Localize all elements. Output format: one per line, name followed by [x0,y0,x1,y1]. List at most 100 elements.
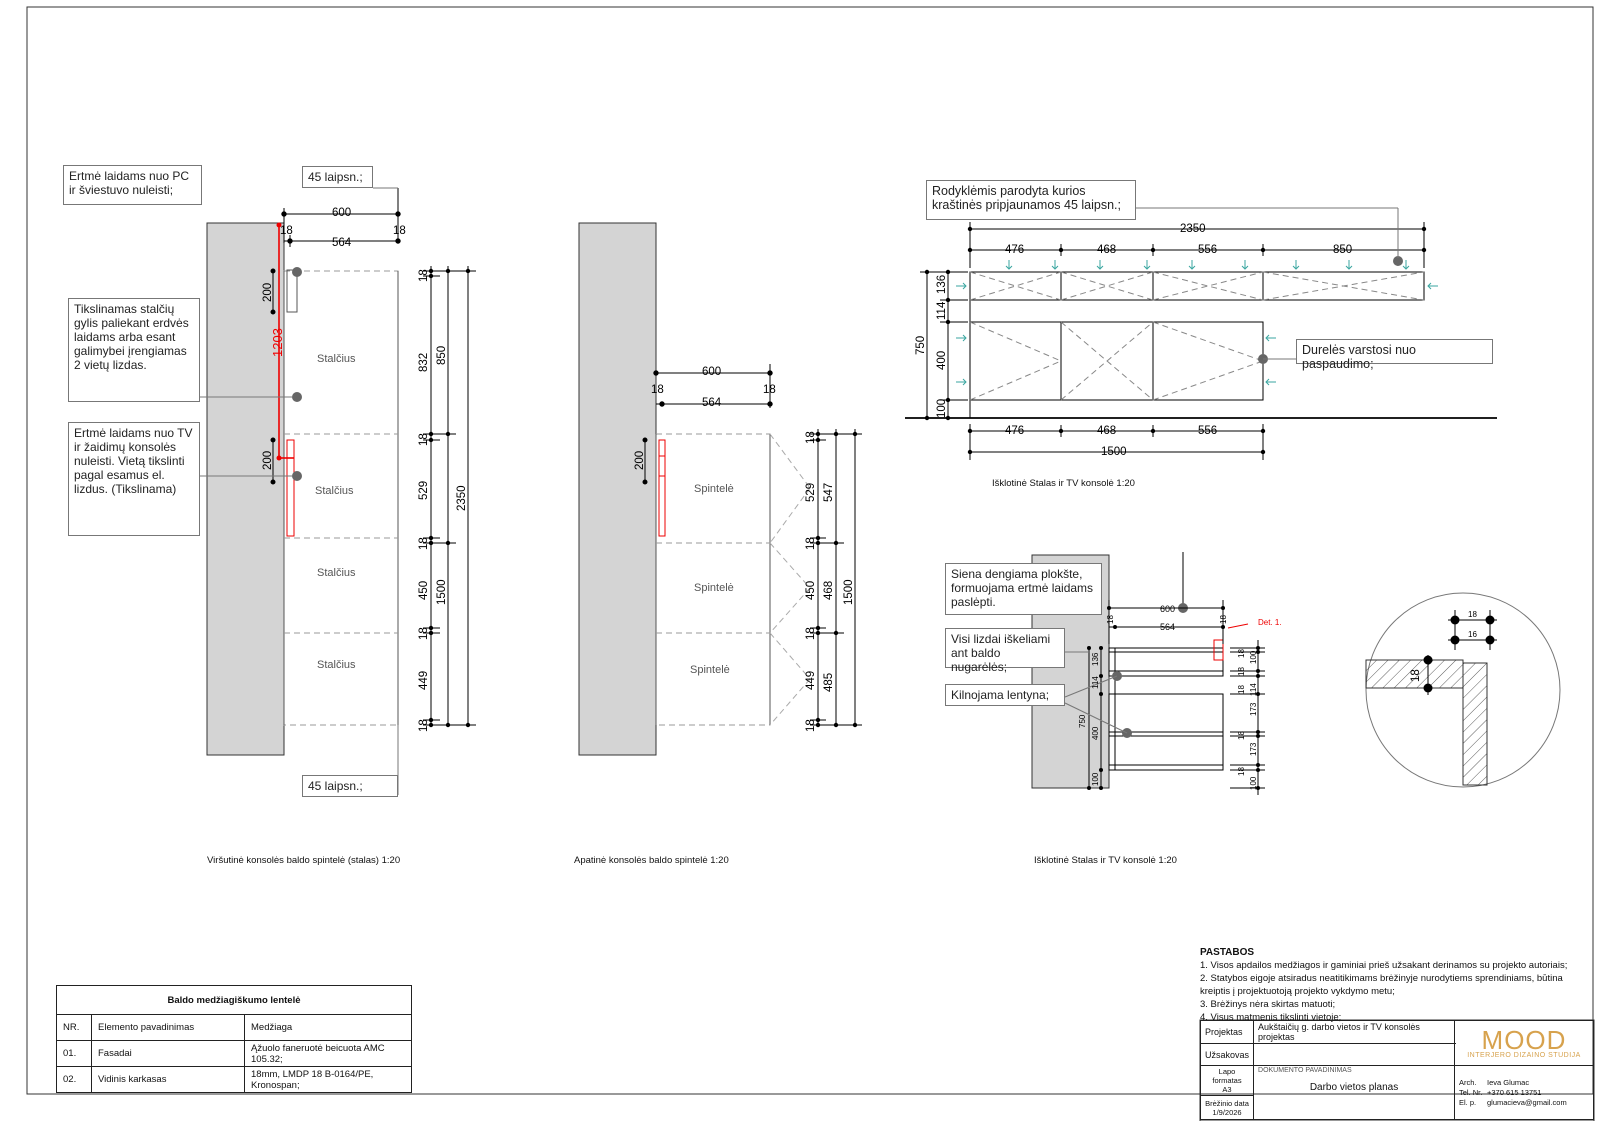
dim-text: 18 [805,537,817,550]
dim-text: 100 [1249,650,1258,664]
wall-section-1 [206,222,285,756]
drawer-label: Stalčius [317,659,356,671]
caption-upper: Viršutinė konsolės baldo spintelė (stala… [207,855,401,866]
logo: MOOD INTERJERO DIZAINO STUDIJA [1454,1020,1594,1066]
tb-value: glumacieva@gmail.com [1487,1097,1567,1107]
table-header: NR. [56,1014,92,1041]
notes-item: 2. Statybos eigoje atsiradus neatitikima… [1200,973,1563,997]
tb-document-name: Darbo vietos planas [1309,1082,1399,1093]
notes-title: PASTABOS [1200,947,1255,958]
dim-text: 832 [418,352,430,372]
caption-lower: Apatinė konsolės baldo spintelė 1:20 [574,855,729,866]
table-header: Elemento pavadinimas [91,1014,245,1041]
table-cell: 02. [56,1066,92,1093]
dim-text: 1500 [1101,446,1127,458]
dim-text: 18 [805,431,817,444]
note-cable-tv: Ertmė laidams nuo TV ir žaidimų konsolės… [68,422,200,536]
dim-text: 600 [1160,604,1176,614]
dim-text: 600 [702,366,722,378]
dim-text: 449 [805,670,817,690]
wall-section-2 [578,222,657,756]
dim-text-red: 1203 [270,328,285,357]
dim-text: 476 [1005,244,1025,256]
cabinet-outline-1 [283,270,399,726]
note-cable-pc: Ertmė laidams nuo PC ir šviestuvo nuleis… [63,165,202,205]
dim-text: 750 [1078,714,1087,728]
note-45deg-top: 45 laipsn.; [302,166,373,188]
dim-text: 100 [1249,776,1258,790]
table-row: 01. Fasadai Ąžuolo faneruotė beicuota AM… [56,1040,412,1067]
tb-value: +370 615 13751 [1487,1087,1542,1097]
dim-text: 100 [936,398,948,418]
dim-text: 100 [1091,772,1100,786]
dim-text: 400 [1091,726,1100,740]
sheet-border [26,6,1594,1095]
table-header: Medžiaga [244,1014,412,1041]
dim-text: 18 [418,719,430,732]
material-table: Baldo medžiagiškumo lentelė NR. Elemento… [56,985,412,1093]
dim-text: 18 [1237,685,1246,694]
notes-item: 1. Visos apdailos medžiagos ir gaminiai … [1200,960,1568,971]
dim-text: 200 [262,282,274,302]
tb-label: Užsakovas [1199,1043,1255,1066]
view-elevation [905,207,1497,460]
tb-project: Aukštaičių g. darbo vietos ir TV konsolė… [1253,1020,1455,1044]
dim-text: 136 [1091,652,1100,666]
tb-label: Tel. Nr. [1459,1087,1483,1097]
dim-text: 114 [936,301,948,320]
dim-text: 468 [823,580,835,600]
tb-document: DOKUMENTO PAVADINIMAS Darbo vietos plana… [1253,1065,1455,1120]
drawer-label: Stalčius [317,567,356,579]
dim-text: 2350 [1180,223,1206,235]
tb-client [1253,1043,1455,1066]
dim-text: 600 [332,207,352,219]
dim-text: 850 [1333,244,1353,256]
tb-value: Ieva Glumac [1487,1077,1530,1087]
tb-label: El. p. [1459,1097,1477,1107]
dim-text: 114 [1091,676,1100,689]
tb-value: A3 [1222,1085,1232,1094]
table-cell: Ąžuolo faneruotė beicuota AMC 105.32; [244,1040,412,1067]
dim-text: 1500 [436,579,448,605]
note-drawer-depth: Tikslinamas stalčių gylis paliekant erdv… [68,298,200,402]
material-table-title: Baldo medžiagiškumo lentelė [56,985,412,1015]
dim-text: 18 [651,384,664,396]
dim-text: 200 [634,450,646,470]
dim-text: 18 [1410,669,1422,682]
tb-value: 1/9/2026 [1212,1107,1242,1117]
dim-text: 529 [418,480,430,500]
dim-text: 476 [1005,425,1025,437]
tb-date: Brėžinio data 1/9/2026 [1199,1095,1255,1120]
dim-text: 18 [393,225,406,237]
dim-text: 18 [1237,767,1246,776]
dim-text: 173 [1249,742,1258,756]
table-cell: Fasadai [91,1040,245,1067]
dim-text: 16 [1468,630,1477,639]
notes-item: 4. Visus matmenis tikslinti vietoje; [1200,1012,1342,1023]
dim-text: 18 [805,719,817,732]
dim-text: 18 [280,225,293,237]
dim-text: 400 [936,350,948,370]
tb-label: DOKUMENTO PAVADINIMAS [1258,1067,1352,1074]
caption-elevation: Išklotinė Stalas ir TV konsolė 1:20 [992,478,1135,489]
dim-text: 18 [418,433,430,446]
dim-text: 18 [418,537,430,550]
note-sockets: Visi lizdai iškeliami ant baldo nugarėlė… [945,628,1065,674]
logo-subtitle: INTERJERO DIZAINO STUDIJA [1467,1051,1581,1059]
dim-text: 136 [936,274,948,294]
dim-text: 485 [823,672,835,692]
dim-text: 2350 [456,485,468,511]
dim-text: 18 [763,384,776,396]
cabinet-label: Spintelė [690,664,730,676]
dim-text: 564 [332,237,352,249]
drawer-label: Stalčius [317,353,356,365]
caption-section: Išklotinė Stalas ir TV konsolė 1:20 [1034,855,1177,866]
dim-text: 18 [1219,615,1228,624]
dim-text: 18 [418,269,430,282]
dim-text: 18 [1106,615,1115,624]
dim-text: 173 [1249,702,1258,716]
dim-text: 468 [1097,244,1117,256]
dim-text: 18 [418,627,430,640]
note-wall-panel: Siena dengiama plokšte, formuojama ertmė… [945,563,1102,615]
